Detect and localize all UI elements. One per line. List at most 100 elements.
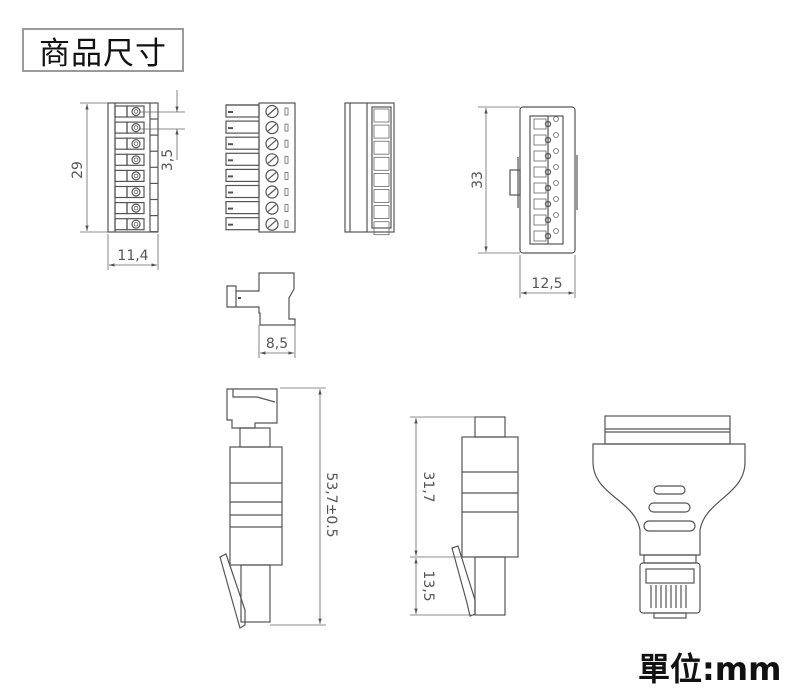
screw-center — [133, 173, 139, 179]
terminal-slot — [114, 202, 128, 215]
dimension-width-label: 11,4 — [117, 248, 148, 264]
socket-contact — [533, 118, 547, 130]
dimension-plug-length-label: 13,5 — [420, 570, 436, 601]
screw-head — [131, 171, 141, 181]
socket-contact — [533, 166, 547, 178]
screw-head — [131, 139, 141, 149]
assembly-top-view — [592, 415, 746, 619]
screw-slot — [267, 155, 277, 164]
terminal-pin — [225, 120, 260, 134]
terminal-slot — [114, 185, 128, 199]
assembly-front-view: 31,7 13,5 — [410, 416, 519, 617]
screw-head — [131, 219, 141, 229]
socket-contact — [533, 214, 547, 226]
pin-mark — [228, 127, 233, 130]
screw-head — [131, 187, 141, 197]
wire-slot — [373, 172, 390, 187]
latch-tab — [284, 188, 289, 196]
terminal-pin — [225, 201, 260, 215]
screw-slot — [267, 171, 277, 180]
screw-housing — [126, 169, 145, 182]
page-title: 商品尺寸 — [22, 28, 184, 72]
unit-label: 單位:mm — [638, 650, 782, 688]
socket-contact — [533, 182, 547, 194]
screw-housing — [126, 121, 145, 134]
screw-center — [133, 109, 139, 114]
release-hole — [553, 116, 559, 122]
pin-mark — [228, 223, 233, 226]
screw-slot — [267, 204, 277, 213]
dimension-pitch-label: 3,5 — [160, 149, 176, 171]
screw-housing — [126, 153, 145, 166]
terminal-block-front-view: 29 3,5 11,4 — [70, 90, 185, 270]
terminal-slot — [114, 153, 128, 166]
latch-tab — [284, 107, 289, 116]
terminal-slot — [114, 105, 128, 118]
release-hole — [553, 196, 559, 202]
pin-mark — [228, 143, 233, 146]
screw-housing — [126, 202, 145, 215]
screw-head — [265, 217, 279, 231]
release-hole — [553, 228, 559, 234]
release-hole — [553, 132, 559, 138]
dimension-height-label: 29 — [70, 161, 86, 179]
screw-head — [265, 104, 279, 119]
terminal-pin — [225, 136, 260, 150]
screw-head — [265, 153, 279, 167]
pin-mark — [228, 111, 233, 113]
wire-slot — [373, 140, 390, 155]
release-hole — [553, 148, 559, 154]
screw-head — [131, 155, 141, 165]
socket-contact — [533, 230, 547, 242]
pin-mark — [228, 191, 233, 194]
screw-center — [133, 221, 139, 227]
latch-tab — [284, 171, 289, 180]
screw-head — [131, 203, 141, 213]
screw-center — [133, 157, 139, 162]
screw-head — [265, 169, 279, 183]
screw-housing — [126, 137, 145, 150]
terminal-block-screw-view — [225, 102, 296, 233]
terminal-pin — [225, 168, 260, 182]
screw-center — [133, 125, 139, 130]
pin-mark — [228, 207, 233, 210]
pin-mark — [228, 159, 233, 162]
socket-contact — [533, 198, 547, 210]
dimension-body-length-label: 31,7 — [420, 471, 436, 502]
release-hole — [553, 212, 559, 218]
latch-tab — [284, 123, 289, 132]
wire-slot — [373, 108, 390, 123]
screw-center — [133, 189, 139, 195]
screw-head — [265, 120, 279, 135]
screw-housing — [126, 105, 145, 118]
wire-slot — [373, 205, 390, 220]
assembly-side-view: 53,7±0.5 — [219, 387, 339, 629]
latch-tab — [284, 139, 289, 148]
terminal-slot — [114, 169, 128, 182]
screw-head — [265, 185, 279, 199]
dimension-depth-label: 8,5 — [266, 336, 288, 352]
terminal-block-side-view: 8,5 — [226, 272, 296, 358]
terminal-block-rear-view — [344, 102, 395, 236]
screw-housing — [126, 185, 145, 199]
terminal-pin — [225, 152, 260, 166]
screw-slot — [267, 107, 277, 116]
terminal-slot — [114, 218, 128, 231]
wire-slot — [373, 221, 390, 236]
latch-tab — [284, 204, 289, 213]
screw-center — [133, 205, 139, 211]
terminal-slot — [114, 137, 128, 150]
wire-slot — [373, 189, 390, 203]
wire-slot — [373, 124, 390, 139]
screw-slot — [267, 188, 277, 196]
screw-center — [133, 141, 139, 146]
terminal-pin — [225, 184, 260, 199]
screw-head — [265, 201, 279, 215]
latch-tab — [284, 220, 289, 229]
terminal-slot — [114, 121, 128, 134]
terminal-pin — [225, 217, 260, 231]
adapter-socket-view: 33 12,5 — [470, 106, 578, 298]
socket-contact — [533, 134, 547, 146]
screw-slot — [267, 123, 277, 132]
terminal-pin — [225, 104, 260, 118]
